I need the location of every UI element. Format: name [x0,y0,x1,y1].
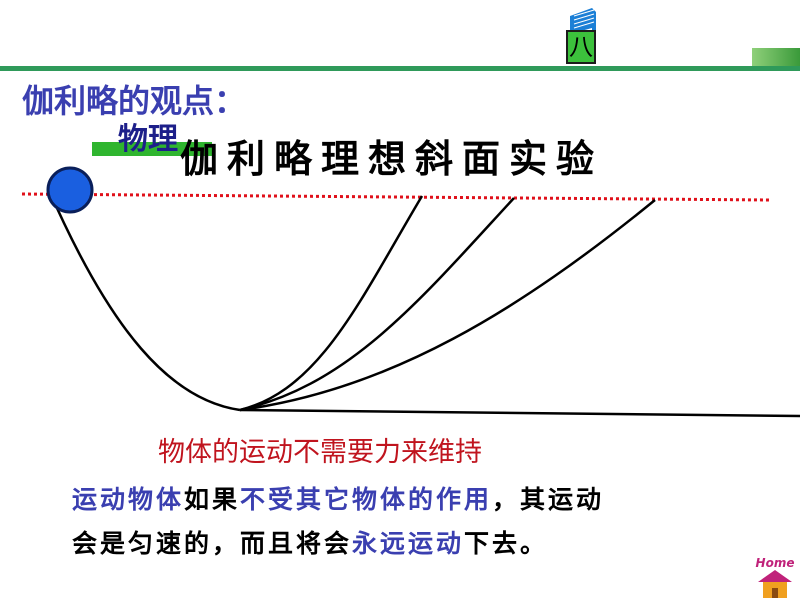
chapter-label: 八 [566,30,596,64]
subject-label: 物理 [118,122,178,157]
home-button[interactable]: Home [752,556,798,600]
incline-right-gentle [239,199,656,412]
home-label: Home [755,556,795,570]
paragraph-segment: 下去。 [464,529,549,558]
incline-right-steep [239,195,424,412]
paragraph-segment: 运动物体 [72,485,185,514]
conclusion-text: 物体的运动不需要力来维持 [158,437,482,468]
paragraph-segment: 永远运动 [352,529,465,558]
paragraph-line-1: 运动物体如果不受其它物体的作用，其运动 [72,480,604,516]
home-icon [758,570,792,598]
experiment-title: 伽利略理想斜面实验 [180,136,604,181]
paragraph-line-2: 会是匀速的，而且将会永远运动下去。 [72,524,548,560]
subject-highlight-bar [92,142,212,156]
paragraph-segment: 如果 [184,485,241,514]
incline-left [46,187,241,412]
paragraph-segment: 不受其它物体的作用 [240,485,493,514]
header-divider [0,66,800,71]
paragraph-segment: ，其运动 [492,485,605,514]
reference-height-line [21,192,771,202]
incline-right-medium [239,197,515,412]
page-heading: 伽利略的观点： [22,82,247,120]
horizontal-surface [239,408,800,418]
ball [46,166,94,214]
chapter-book-icon [570,8,596,64]
header-accent-block [752,48,800,66]
paragraph-segment: 会是匀速的，而且将会 [72,529,353,558]
